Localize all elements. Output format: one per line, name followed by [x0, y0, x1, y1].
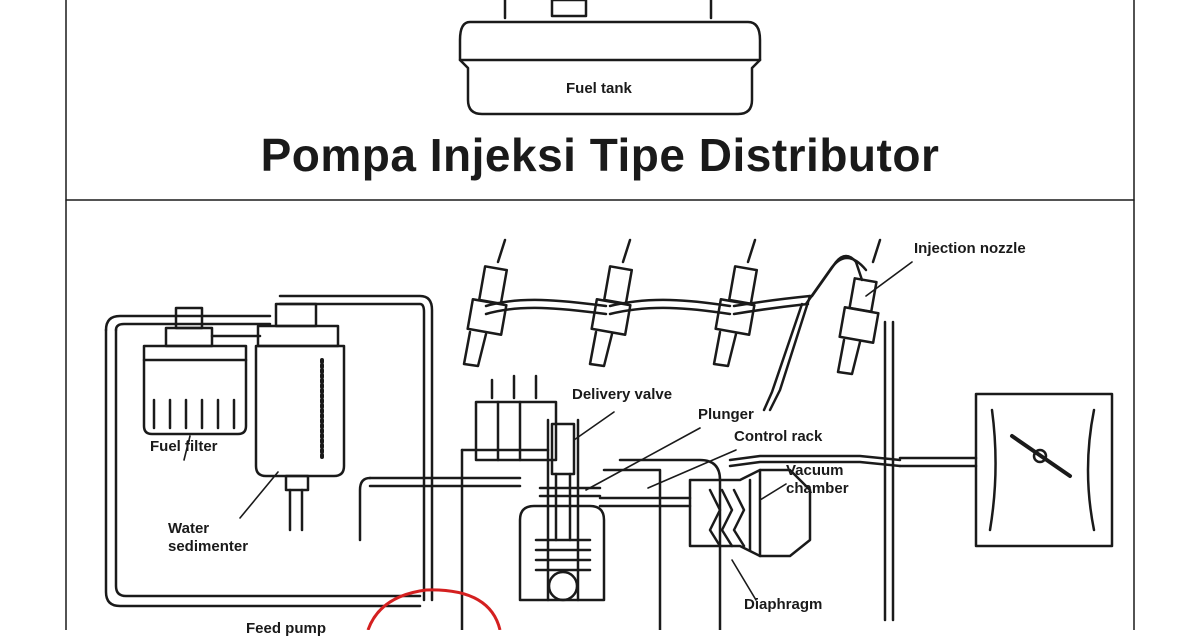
injection-nozzles	[462, 238, 882, 376]
highlight-circle	[366, 588, 502, 630]
nozzle-2	[588, 238, 634, 368]
label-control-rack: Control rack	[734, 428, 823, 445]
label-delivery-valve: Delivery valve	[572, 386, 673, 403]
throttle-body-drawing	[898, 392, 1114, 548]
label-feed-pump: Feed pump	[246, 620, 327, 637]
page-title: Pompa Injeksi Tipe Distributor	[260, 129, 940, 181]
label-vacuum-chamber-line1: Vacuum	[786, 462, 844, 479]
label-diaphragm: Diaphragm	[744, 596, 823, 613]
nozzle-3	[712, 238, 759, 368]
nozzle-4	[836, 238, 882, 376]
fuel-tank-drawing	[458, 0, 762, 116]
water-sedimenter-drawing	[254, 302, 346, 532]
distributor-pump-drawing	[460, 374, 722, 630]
label-fuel-filter: Fuel filter	[150, 438, 218, 455]
label-injection-nozzle: Injection nozzle	[914, 240, 1026, 257]
label-plunger: Plunger	[698, 406, 754, 423]
leader-lines	[183, 261, 913, 601]
label-water-sedimenter-line1: Water	[168, 520, 210, 537]
label-water-sedimenter-line2: sedimenter	[168, 538, 249, 555]
label-vacuum-chamber-line2: chamber	[786, 480, 849, 497]
page-frame	[65, 0, 1135, 630]
label-fuel-tank: Fuel tank	[566, 80, 632, 97]
injection-lines	[484, 254, 895, 622]
vacuum-chamber-drawing	[688, 454, 902, 558]
return-lines	[104, 294, 522, 608]
nozzle-1	[462, 238, 509, 368]
fuel-filter-drawing	[142, 306, 262, 436]
